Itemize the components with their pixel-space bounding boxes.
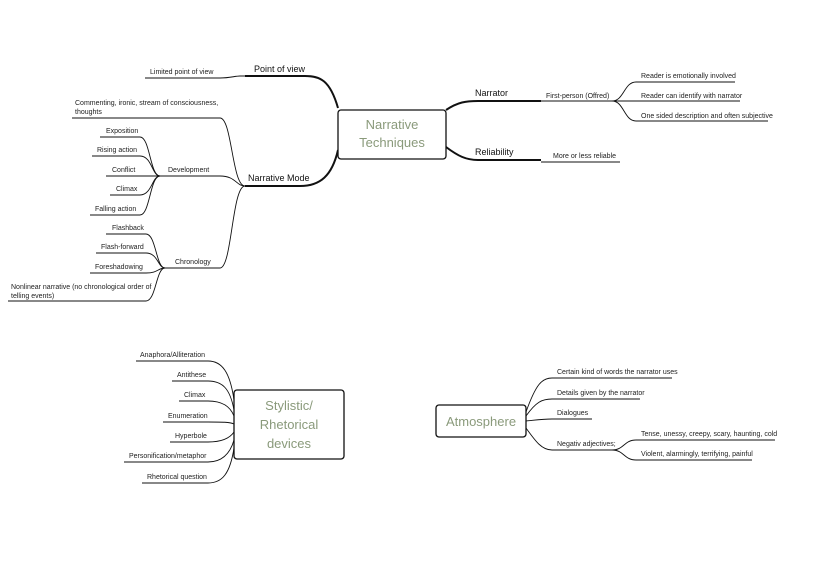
- narrative-techniques-title-2: Techniques: [359, 135, 425, 150]
- enumeration-label: Enumeration: [168, 413, 208, 420]
- details-label: Details given by the narrator: [557, 390, 645, 397]
- anaphora-label: Anaphora/Alliteration: [140, 352, 205, 359]
- development-label: Development: [168, 167, 209, 174]
- negative-label: Negativ adjectives;: [557, 441, 616, 448]
- link-details: [525, 398, 553, 417]
- identify-narrator-label: Reader can identify with narrator: [641, 93, 743, 100]
- link-certain-words: [525, 377, 553, 413]
- emotionally-involved-label: Reader is emotionally involved: [641, 73, 736, 80]
- link-negative: [525, 427, 553, 451]
- narrative-techniques-map: Narrative Techniques Point of view Limit…: [8, 64, 773, 302]
- tense-label: Tense, unessy, creepy, scary, haunting, …: [641, 431, 777, 438]
- foreshadowing-label: Foreshadowing: [95, 264, 143, 271]
- link-antithese: [207, 380, 235, 411]
- narrative-techniques-box: [337, 109, 447, 160]
- nonlinear-line-2: telling events): [11, 293, 54, 300]
- link-nonlinear: [145, 267, 166, 302]
- link-commenting: [219, 117, 246, 187]
- certain-words-label: Certain kind of words the narrator uses: [557, 369, 678, 376]
- link-hyperbole: [207, 431, 235, 443]
- commenting-line-1: Commenting, ironic, stream of consciousn…: [75, 100, 218, 107]
- conflict-label: Conflict: [112, 167, 135, 174]
- link-tense: [611, 439, 637, 451]
- more-or-less-label: More or less reliable: [553, 153, 616, 160]
- exposition-label: Exposition: [106, 128, 138, 135]
- rising-action-label: Rising action: [97, 147, 137, 154]
- reliability-label: Reliability: [475, 147, 514, 157]
- link-development: [219, 175, 246, 187]
- falling-action-label: Falling action: [95, 206, 136, 213]
- dialogues-label: Dialogues: [557, 410, 589, 417]
- rhetorical-q-label: Rhetorical question: [147, 474, 207, 481]
- one-sided-label: One sided description and often subjecti…: [641, 113, 773, 120]
- limited-pov-label: Limited point of view: [150, 69, 214, 76]
- link-rhetorical-q: [207, 447, 235, 484]
- branch-narrator: [445, 100, 541, 111]
- link-personification: [207, 439, 235, 463]
- stylistic-title-3: devices: [267, 436, 312, 451]
- link-rising-action: [139, 155, 161, 177]
- link-anaphora: [207, 360, 235, 401]
- nonlinear-line-1: Nonlinear narrative (no chronological or…: [11, 284, 152, 291]
- stylistic-title-2: Rhetorical: [260, 417, 319, 432]
- link-flash-forward: [145, 252, 166, 269]
- stylistic-devices-map: Anaphora/Alliteration Antithese Climax E…: [124, 352, 345, 484]
- link-climax-s: [207, 400, 235, 417]
- commenting-line-2: thoughts: [75, 109, 102, 116]
- link-flashback: [145, 233, 166, 269]
- branch-narrative-mode: [245, 149, 339, 187]
- link-limited-pov: [219, 75, 245, 79]
- link-chronology: [219, 185, 246, 269]
- narrative-techniques-title-1: Narrative: [366, 117, 419, 132]
- link-violent: [611, 449, 637, 461]
- link-enumeration: [207, 421, 235, 425]
- first-person-label: First-person (Offred): [546, 93, 609, 100]
- stylistic-devices-box: [233, 389, 345, 460]
- narrative-mode-label: Narrative Mode: [248, 173, 310, 183]
- atmosphere-map: Certain kind of words the narrator uses …: [435, 369, 777, 461]
- flashback-label: Flashback: [112, 225, 144, 232]
- chronology-label: Chronology: [175, 259, 211, 266]
- link-dialogues: [525, 418, 553, 422]
- atmosphere-title: Atmosphere: [446, 414, 516, 429]
- branch-reliability: [445, 146, 541, 161]
- climax-label: Climax: [116, 186, 138, 193]
- antithese-label: Antithese: [177, 372, 206, 379]
- personification-label: Personification/metaphor: [129, 453, 207, 460]
- narrator-label: Narrator: [475, 88, 508, 98]
- link-climax: [139, 175, 161, 196]
- stylistic-title-1: Stylistic/: [265, 398, 313, 413]
- hyperbole-label: Hyperbole: [175, 433, 207, 440]
- violent-label: Violent, alarmingly, terrifying, painful: [641, 451, 753, 458]
- atmosphere-box: [435, 404, 527, 438]
- link-falling-action: [139, 175, 161, 216]
- branch-point-of-view: [245, 75, 339, 109]
- climax-s-label: Climax: [184, 392, 206, 399]
- flash-forward-label: Flash-forward: [101, 244, 144, 251]
- point-of-view-label: Point of view: [254, 64, 306, 74]
- link-one-sided: [611, 100, 637, 122]
- link-emotionally-involved: [611, 81, 637, 102]
